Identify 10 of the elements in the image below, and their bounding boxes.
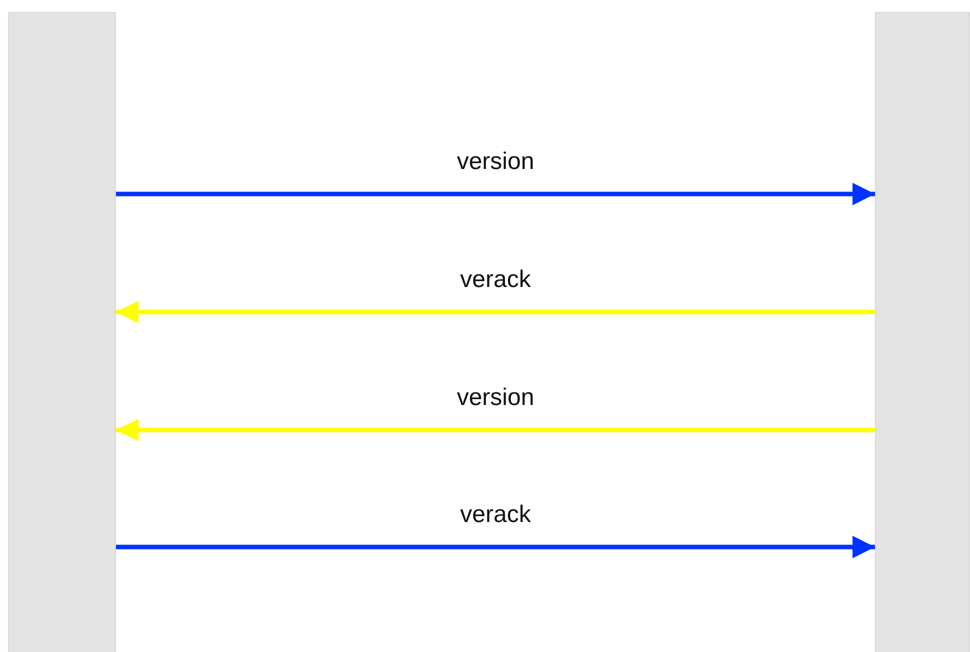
lifeline-bar	[8, 12, 116, 652]
arrow	[116, 536, 875, 558]
edge-label: version	[456, 384, 534, 412]
arrow	[116, 182, 875, 206]
lifeline-bar	[875, 12, 970, 652]
arrow	[116, 418, 875, 442]
arrow	[116, 300, 875, 324]
edge-label: version	[456, 148, 534, 176]
edge-label: verack	[460, 266, 531, 294]
edge-label: verack	[460, 501, 531, 529]
